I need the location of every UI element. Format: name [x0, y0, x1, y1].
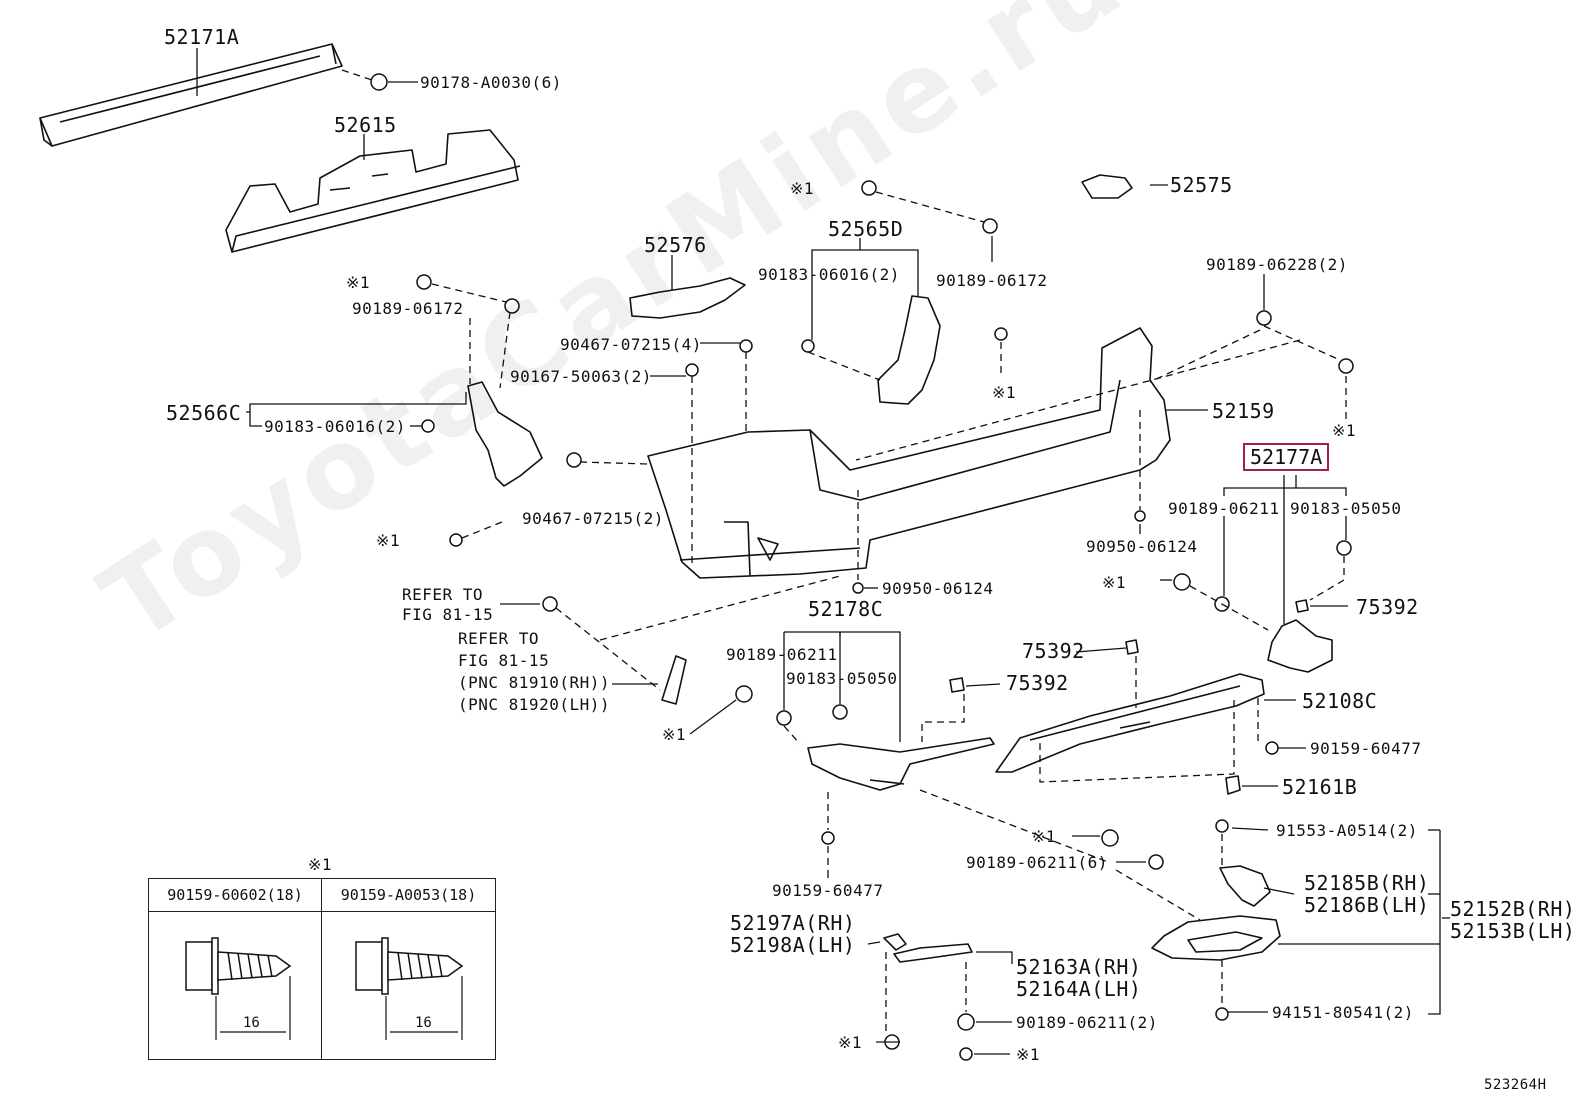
part-label-91553[interactable]: 91553-A0514(2) — [1276, 821, 1418, 840]
part-label-52575[interactable]: 52575 — [1170, 173, 1233, 197]
part-label-52153B[interactable]: 52153B(LH) — [1450, 919, 1576, 943]
mark-label: ※1 — [1032, 827, 1057, 846]
part-label-90950-a[interactable]: 90950-06124 — [1086, 537, 1198, 556]
refer-line-1: REFER TO — [402, 585, 484, 604]
part-label-52186B[interactable]: 52186B(LH) — [1304, 893, 1430, 917]
clip-52161B-part — [1225, 775, 1241, 795]
refer2-line-3: (PNC 81910(RH)) — [458, 673, 610, 692]
part-label-90189-06211-2[interactable]: 90189-06211(2) — [1016, 1013, 1158, 1032]
table-divider — [321, 879, 322, 1059]
part-label-90189-06211-a[interactable]: 90189-06211 — [1168, 499, 1280, 518]
part-label-52566C[interactable]: 52566C — [166, 401, 242, 425]
part-label-52177A-highlighted[interactable]: 52177A — [1243, 443, 1330, 471]
part-label-90467-b[interactable]: 90467-07215(2) — [522, 509, 664, 528]
table-col-2: 90159-A0053(18) — [322, 879, 495, 912]
table-col-1: 90159-60602(18) — [149, 879, 321, 912]
bumper-cover-part — [647, 327, 1171, 579]
part-label-52197A[interactable]: 52197A(RH) — [730, 911, 856, 935]
part-label-52159[interactable]: 52159 — [1212, 399, 1275, 423]
mark-label: ※1 — [662, 725, 687, 744]
part-label-90159-60477-a[interactable]: 90159-60477 — [1310, 739, 1422, 758]
part-label-90950-b[interactable]: 90950-06124 — [882, 579, 994, 598]
part-label-52198A[interactable]: 52198A(LH) — [730, 933, 856, 957]
part-label-52615[interactable]: 52615 — [334, 113, 397, 137]
mark-label: ※1 — [346, 273, 371, 292]
part-label-94151[interactable]: 94151-80541(2) — [1272, 1003, 1414, 1022]
reflector-part — [661, 655, 687, 705]
part-label-90189-06228[interactable]: 90189-06228(2) — [1206, 255, 1348, 274]
part-label-52565D[interactable]: 52565D — [828, 217, 904, 241]
mark-label: ※1 — [1102, 573, 1127, 592]
reinforcement-bar-part — [39, 43, 343, 147]
part-label-52185B[interactable]: 52185B(RH) — [1304, 871, 1430, 895]
part-label-90183-05050-a[interactable]: 90183-05050 — [1290, 499, 1402, 518]
bracket-52566C-part — [467, 381, 543, 487]
bracket-52575-part — [1081, 174, 1133, 199]
fastener-table: 90159-60602(18) 90159-A0053(18) 16 16 — [148, 878, 496, 1060]
mark-label: ※1 — [1332, 421, 1357, 440]
table-dim-2: 16 — [415, 1015, 432, 1031]
mark-label: ※1 — [1016, 1045, 1041, 1064]
bracket-52163A-part — [893, 943, 973, 963]
refer2-line-4: (PNC 81920(LH)) — [458, 695, 610, 714]
part-label-90189-06172-a[interactable]: 90189-06172 — [936, 271, 1048, 290]
part-label-52178C[interactable]: 52178C — [808, 597, 884, 621]
lower-spoiler-part — [995, 673, 1265, 773]
part-label-75392-a[interactable]: 75392 — [1356, 595, 1419, 619]
part-label-90159-60477-b[interactable]: 90159-60477 — [772, 881, 884, 900]
part-label-90467-a[interactable]: 90467-07215(4) — [560, 335, 702, 354]
part-label-90167[interactable]: 90167-50063(2) — [510, 367, 652, 386]
part-label-75392-c[interactable]: 75392 — [1006, 671, 1069, 695]
part-label-52163A[interactable]: 52163A(RH) — [1016, 955, 1142, 979]
energy-absorber-part — [225, 129, 521, 253]
part-label-52161B[interactable]: 52161B — [1282, 775, 1358, 799]
retainer-52576-part — [629, 277, 746, 319]
part-label-90189-06211-6[interactable]: 90189-06211(6) — [966, 853, 1108, 872]
refer2-line-2: FIG 81-15 — [458, 651, 550, 670]
bracket-52185B-part — [1219, 865, 1271, 907]
mark-label: ※1 — [992, 383, 1017, 402]
part-label-90178[interactable]: 90178-A0030(6) — [420, 73, 562, 92]
side-piece-part — [807, 737, 995, 791]
part-label-75392-b[interactable]: 75392 — [1022, 639, 1085, 663]
mark-label: ※1 — [790, 179, 815, 198]
part-label-90183-05050-b[interactable]: 90183-05050 — [786, 669, 898, 688]
part-label-52164A[interactable]: 52164A(LH) — [1016, 977, 1142, 1001]
table-mark: ※1 — [308, 855, 333, 874]
part-label-52108C[interactable]: 52108C — [1302, 689, 1378, 713]
mark-label: ※1 — [838, 1033, 863, 1052]
refer2-line-1: REFER TO — [458, 629, 540, 648]
part-label-52152B[interactable]: 52152B(RH) — [1450, 897, 1576, 921]
part-label-90189-06172-b[interactable]: 90189-06172 — [352, 299, 464, 318]
diagram-code: 523264H — [1484, 1077, 1547, 1093]
part-label-90183-b[interactable]: 90183-06016(2) — [264, 417, 406, 436]
part-label-52171A[interactable]: 52171A — [164, 25, 240, 49]
bracket-52177A-part — [1267, 619, 1333, 673]
clip-52197A-part — [883, 933, 907, 951]
part-label-90189-06211-b[interactable]: 90189-06211 — [726, 645, 838, 664]
refer-line-2: FIG 81-15 — [402, 605, 494, 624]
bracket-52565D-part — [877, 295, 941, 405]
part-label-52576[interactable]: 52576 — [644, 233, 707, 257]
exhaust-finisher-part — [1151, 915, 1281, 961]
table-dim-1: 16 — [243, 1015, 260, 1031]
mark-label: ※1 — [376, 531, 401, 550]
part-label-90183-a[interactable]: 90183-06016(2) — [758, 265, 900, 284]
